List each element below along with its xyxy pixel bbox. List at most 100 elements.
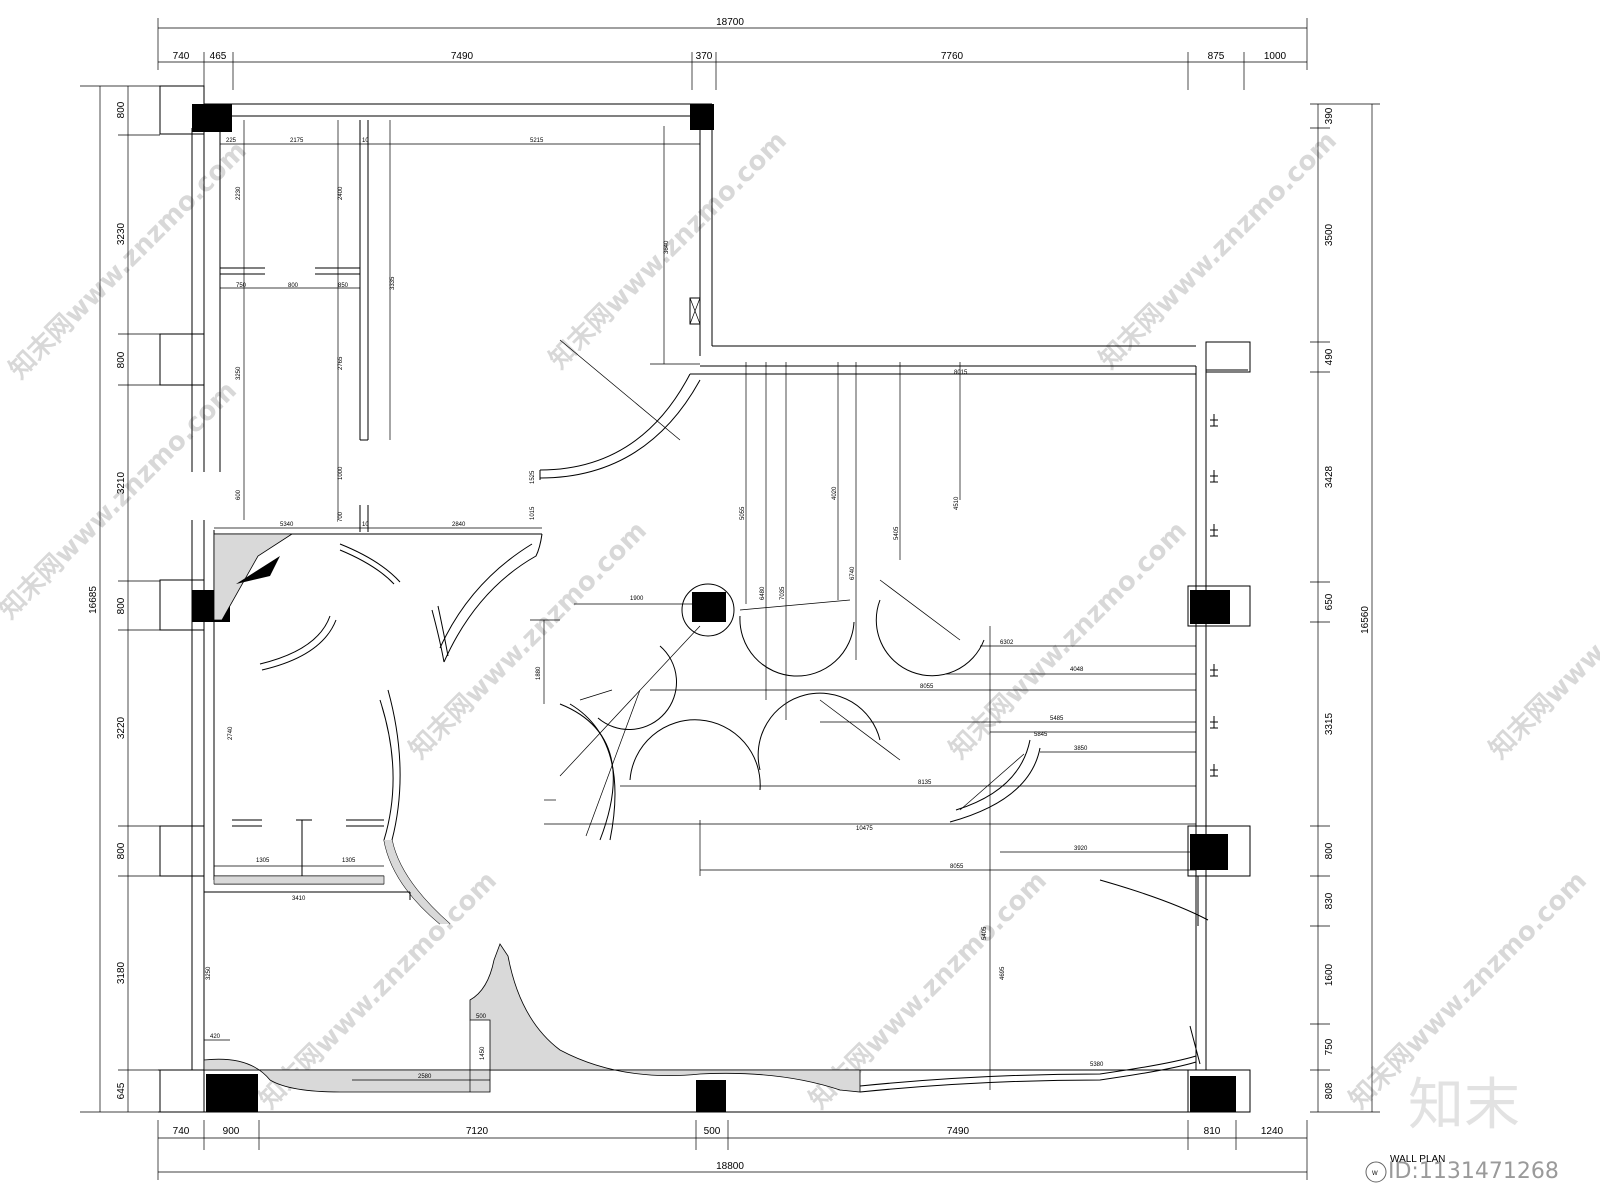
inner-dim: 5055 (740, 506, 746, 520)
top-seg: 1000 (1264, 51, 1287, 62)
inner-dim: 225 (226, 138, 237, 144)
right-seg: 490 (1324, 348, 1335, 365)
inner-dim: 1525 (530, 470, 536, 484)
top-seg: 465 (210, 51, 227, 62)
top-overall-dim: 18700 (716, 17, 744, 28)
top-seg: 740 (173, 51, 190, 62)
left-seg: 3210 (116, 471, 127, 494)
inner-dim: 10475 (856, 826, 873, 832)
top-seg: 875 (1208, 51, 1225, 62)
wall-fixtures (1099, 414, 1218, 926)
watermark: 知末网www.znzmo.com (944, 516, 1193, 765)
compass-icon: W (1372, 1171, 1378, 1177)
plan-label: WALL PLAN (1390, 1154, 1445, 1165)
inner-dim: 4020 (832, 486, 838, 500)
inner-dim: 5215 (530, 138, 544, 144)
inner-dim: 3920 (1074, 846, 1088, 852)
inner-dim: 600 (236, 489, 242, 500)
watermark: 知末网www.znzmo.com (1094, 126, 1343, 375)
bottom-curved-wall (203, 943, 1201, 1093)
left-seg: 800 (116, 597, 127, 614)
inner-dim: 1450 (480, 1046, 486, 1060)
bottom-overall-dim: 18800 (716, 1161, 744, 1172)
top-seg: 370 (696, 51, 713, 62)
bottom-seg: 7490 (947, 1126, 970, 1137)
right-seg: 808 (1324, 1082, 1335, 1099)
right-room-leaders (530, 362, 1196, 1090)
inner-dim: 4695 (1000, 966, 1006, 980)
right-seg: 3428 (1324, 465, 1335, 488)
left-seg: 800 (116, 351, 127, 368)
inner-dim: 6302 (1000, 640, 1014, 646)
left-overall-dim: 16685 (88, 586, 99, 614)
inner-dim: 5485 (1050, 716, 1064, 722)
inner-dim: 1305 (256, 858, 270, 864)
inner-dim: 1305 (342, 858, 356, 864)
right-seg: 390 (1324, 107, 1335, 124)
inner-dim: 5380 (1090, 1062, 1104, 1068)
inner-dim: 1900 (630, 596, 644, 602)
entry-door (539, 339, 701, 480)
watermark: 知末网www.znzmo.com (0, 376, 243, 625)
left-seg: 645 (116, 1082, 127, 1099)
inner-dim: 10 (362, 522, 369, 528)
inner-dim: 3335 (390, 276, 396, 290)
inner-dim: 3250 (236, 366, 242, 380)
bottom-seg: 500 (704, 1126, 721, 1137)
top-dimensions: 18700 740 465 7490 370 7760 875 1000 (157, 17, 1308, 90)
bottom-seg: 900 (223, 1126, 240, 1137)
brand-logo: 知末 (1408, 1073, 1520, 1138)
inner-dim: 2175 (290, 138, 304, 144)
inner-dim: 3850 (1074, 746, 1088, 752)
left-seg: 3180 (116, 961, 127, 984)
inner-dim: 5340 (280, 522, 294, 528)
upper-room-dims: 225 2175 10 5215 2230 2400 3335 3250 276… (226, 138, 670, 480)
inner-dim: 500 (476, 1014, 487, 1020)
inner-dim: 2580 (418, 1074, 432, 1080)
inner-dim: 700 (338, 511, 344, 522)
brand-watermark: 知末 ID:1131471268 W WALL PLAN (1365, 1073, 1559, 1184)
image-id-label: ID:1131471268 (1388, 1159, 1559, 1184)
inner-dim: 1015 (530, 506, 536, 520)
right-seg: 650 (1324, 593, 1335, 610)
bottom-dimensions: 740 900 7120 500 7490 810 1240 18800 (157, 1120, 1308, 1180)
inner-dim: 6740 (850, 566, 856, 580)
inner-dim: 2400 (338, 186, 344, 200)
inner-dim: 3250 (206, 966, 212, 980)
bottom-seg: 1240 (1261, 1126, 1284, 1137)
inner-dim: 750 (236, 283, 247, 289)
inner-dim: 10 (362, 138, 369, 144)
left-seg: 3230 (116, 222, 127, 245)
right-overall-dim: 16560 (1360, 606, 1371, 634)
bottom-seg: 7120 (466, 1126, 489, 1137)
inner-dim: 2740 (228, 726, 234, 740)
inner-dim: 3410 (292, 896, 306, 902)
right-dimensions: 16560 390 3500 490 3428 650 3315 800 830… (1310, 103, 1380, 1113)
right-seg: 830 (1324, 892, 1335, 909)
right-seg: 3500 (1324, 223, 1335, 246)
inner-dim: 3640 (664, 240, 670, 254)
mid-left-dims: 5340 700 10 2840 1015 1525 600 2740 1305… (228, 470, 536, 902)
inner-dim: 5405 (982, 926, 988, 940)
top-seg: 7760 (941, 51, 964, 62)
inner-dim: 5845 (1034, 732, 1048, 738)
inner-dim: 1000 (338, 466, 344, 480)
right-seg: 1600 (1324, 963, 1335, 986)
right-seg: 3315 (1324, 712, 1335, 735)
inner-dim: 5405 (894, 526, 900, 540)
left-dimensions: 16685 800 3230 800 3210 800 3220 800 318… (80, 85, 160, 1113)
inner-dim: 4510 (954, 496, 960, 510)
watermark: 知末网www.znzmo.com (1484, 516, 1600, 765)
bottom-seg: 810 (1204, 1126, 1221, 1137)
inner-dim: 800 (288, 283, 299, 289)
inner-dim: 1880 (536, 666, 542, 680)
inner-dim: 420 (210, 1034, 221, 1040)
left-seg: 3220 (116, 716, 127, 739)
inner-dim: 4048 (1070, 667, 1084, 673)
right-seg: 800 (1324, 842, 1335, 859)
top-seg: 7490 (451, 51, 474, 62)
right-room-dims: 8015 5055 6480 7035 4020 6740 5405 4510 … (536, 370, 1104, 1068)
inner-dim: 2840 (452, 522, 466, 528)
right-seg: 750 (1324, 1038, 1335, 1055)
left-seg: 800 (116, 101, 127, 118)
